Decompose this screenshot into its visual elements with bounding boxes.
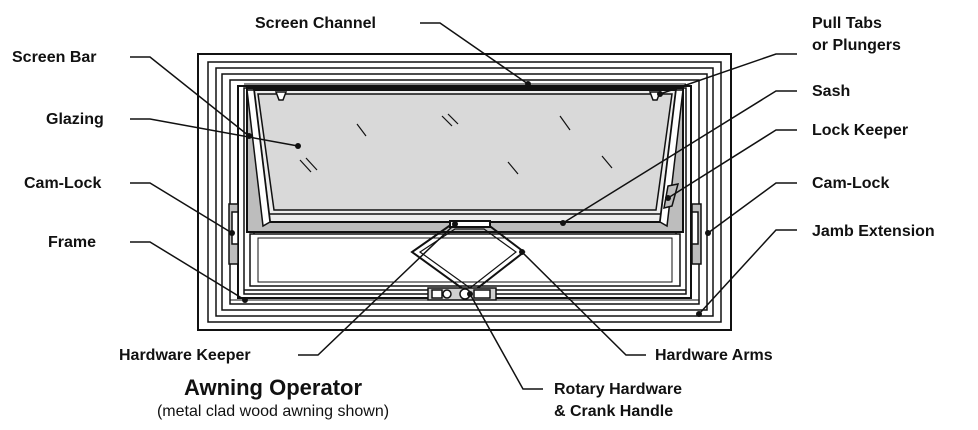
label-screen-channel: Screen Channel [255,15,376,32]
leader-dots [229,81,711,317]
screen-bars [246,89,684,228]
label-hardware-arms: Hardware Arms [655,347,773,364]
label-lock-keeper: Lock Keeper [812,122,908,139]
label-pull-tabs-line2: or Plungers [812,37,901,54]
label-glazing: Glazing [46,111,104,128]
diagram-title: Awning Operator [184,375,362,400]
glazing [257,93,673,215]
label-frame: Frame [48,234,96,251]
hardware-arms [410,220,526,296]
label-hardware-keeper: Hardware Keeper [119,347,251,364]
label-rotary-line2: & Crank Handle [554,403,673,420]
label-sash: Sash [812,83,850,100]
label-cam-lock-left: Cam-Lock [24,175,101,192]
label-pull-tabs-line1: Pull Tabs [812,15,882,32]
label-rotary-line1: Rotary Hardware [554,381,682,398]
rotary-hardware [427,287,497,301]
label-screen-bar: Screen Bar [12,49,97,66]
label-jamb-extension: Jamb Extension [812,223,935,240]
frame-bottom-opening [249,233,681,287]
label-cam-lock-right: Cam-Lock [812,175,889,192]
diagram-subtitle: (metal clad wood awning shown) [157,403,389,420]
